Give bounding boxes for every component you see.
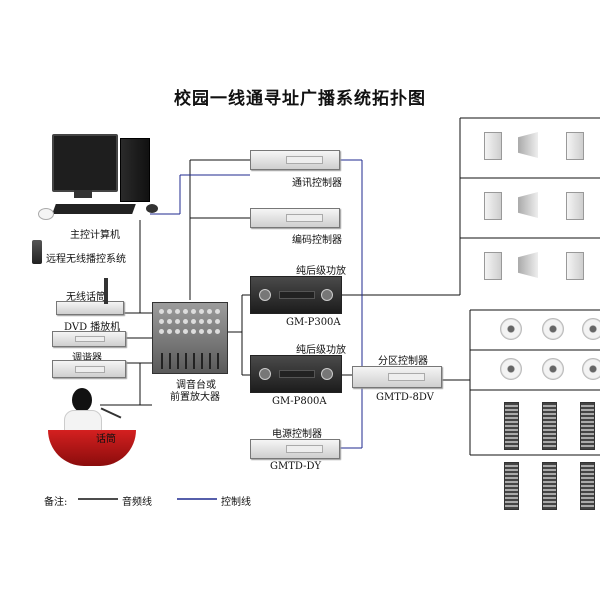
comm-controller <box>250 150 340 170</box>
column-speaker-icon <box>580 402 595 450</box>
ceiling-speaker-icon <box>582 358 600 380</box>
comm-controller-label: 通讯控制器 <box>292 178 342 189</box>
column-speaker-icon <box>580 462 595 510</box>
column-speaker-icon <box>504 462 519 510</box>
mouse-icon <box>146 204 158 213</box>
thought-bubble-icon <box>38 208 54 220</box>
power-controller-model: GMTD-DY <box>270 461 322 472</box>
amp2-model: GM-P800A <box>272 396 327 407</box>
zone-controller-label: 分区控制器 <box>378 356 428 367</box>
host-label: 主控计算机 <box>70 230 120 241</box>
control-lines <box>150 159 363 449</box>
keyboard-icon <box>52 204 136 214</box>
power-controller-label: 电源控制器 <box>272 429 322 440</box>
legend-audio: 音频线 <box>122 497 152 508</box>
remote-label: 远程无线播控系统 <box>46 254 126 265</box>
power-controller <box>250 439 340 459</box>
dvd-player <box>52 331 126 347</box>
horn-speaker-icon <box>518 132 538 158</box>
terminal-box-icon <box>566 132 584 160</box>
terminal-box-icon <box>566 192 584 220</box>
column-speaker-icon <box>542 402 557 450</box>
ceiling-speaker-icon <box>500 318 522 340</box>
remote-control-icon <box>32 240 42 264</box>
amp-p300a <box>250 276 342 314</box>
encoder-controller <box>250 208 340 228</box>
speaker-person-icon <box>48 388 138 468</box>
ceiling-speaker-icon <box>542 358 564 380</box>
amp2-label: 纯后级功放 <box>296 345 346 356</box>
tuner <box>52 360 126 378</box>
zone-controller <box>352 366 442 388</box>
horn-speaker-icon <box>518 252 538 278</box>
wireless-mic-label: 无线话筒 <box>66 292 106 303</box>
horn-speaker-icon <box>518 192 538 218</box>
monitor-icon <box>52 134 118 192</box>
terminal-box-icon <box>484 192 502 220</box>
legend-prefix: 备注: <box>44 497 68 508</box>
ceiling-speaker-icon <box>500 358 522 380</box>
terminal-box-icon <box>484 132 502 160</box>
terminal-box-icon <box>566 252 584 280</box>
diagram-title: 校园一线通寻址广播系统拓扑图 <box>174 89 426 109</box>
dvd-label: DVD 播放机 <box>64 322 121 333</box>
amp-p800a <box>250 355 342 393</box>
ceiling-speaker-icon <box>542 318 564 340</box>
pc-tower-icon <box>120 138 150 202</box>
column-speaker-icon <box>542 462 557 510</box>
zone-controller-model: GMTD-8DV <box>376 392 434 403</box>
audio-lines <box>100 117 600 456</box>
tuner-label: 调谐器 <box>72 353 102 364</box>
microphone-icon <box>104 278 108 304</box>
wireless-mic-receiver <box>56 301 124 315</box>
ceiling-speaker-icon <box>582 318 600 340</box>
amp1-model: GM-P300A <box>286 317 341 328</box>
encoder-controller-label: 编码控制器 <box>292 235 342 246</box>
legend-control: 控制线 <box>221 497 251 508</box>
host-computer <box>40 130 165 230</box>
amp1-label: 纯后级功放 <box>296 266 346 277</box>
mic-label: 话筒 <box>96 434 116 445</box>
column-speaker-icon <box>504 402 519 450</box>
mixer-label-2: 前置放大器 <box>170 392 220 403</box>
terminal-box-icon <box>484 252 502 280</box>
mixer <box>152 302 228 374</box>
mixer-label-1: 调音台或 <box>176 380 216 391</box>
